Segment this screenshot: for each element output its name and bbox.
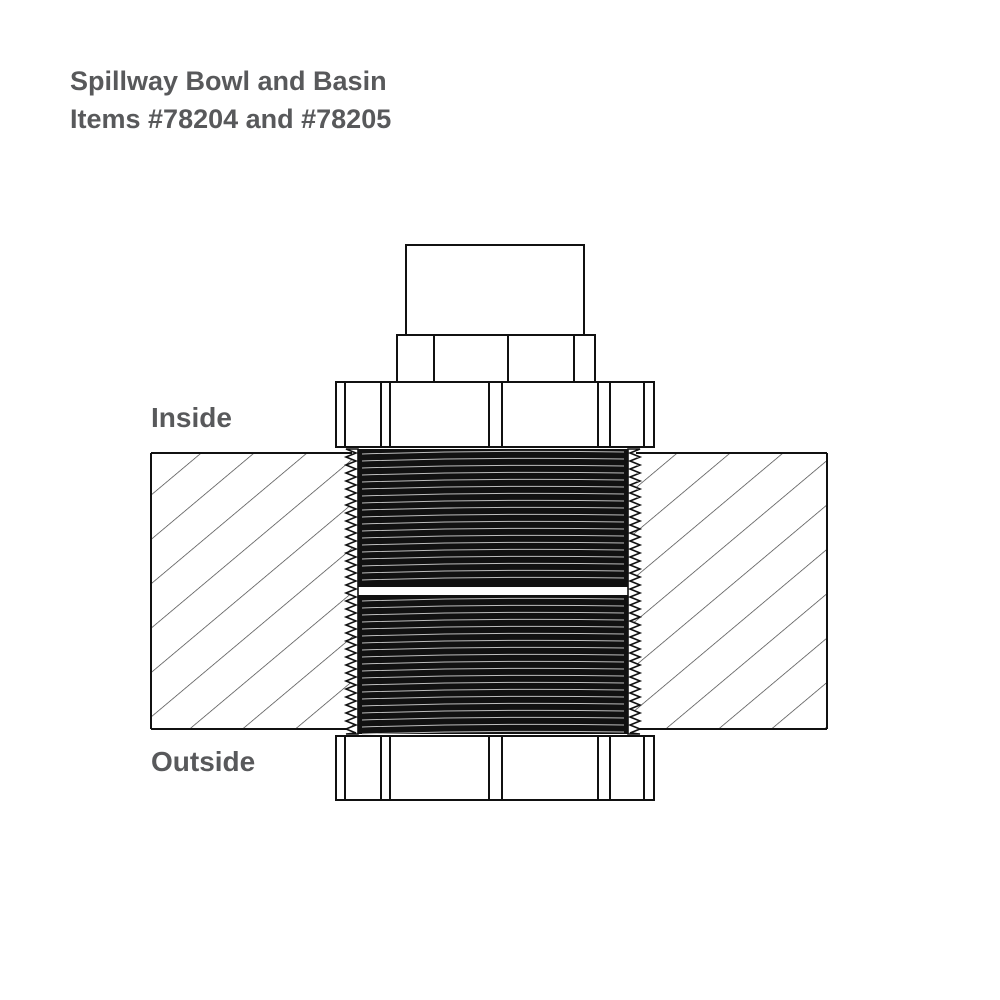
lock-nut-inside-body [335,381,655,448]
thread-line [361,478,625,483]
thread-line [361,548,625,553]
thread-line [361,730,625,735]
wall-right-hatch [628,453,827,729]
thread-line [361,471,625,476]
thread-line [361,695,625,700]
wall-left-hatch [151,453,358,729]
thread-line [361,702,625,707]
thread-line [361,555,625,560]
outside-label: Outside [151,746,256,777]
hex-nut-body [396,334,596,383]
thread-line [361,723,625,728]
threaded-body-lower [358,597,628,734]
thread-line [361,632,625,637]
thread-line [361,485,625,490]
threaded-body-upper [358,449,628,585]
title-line-2: Items #78204 and #78205 [70,104,392,134]
diagram-title: Spillway Bowl and Basin Items #78204 and… [70,62,391,138]
thread-line [361,625,625,630]
thread-line [361,618,625,623]
lock-nut-outside [335,735,655,801]
top-pipe [405,244,585,336]
thread-line [361,534,625,539]
hole-thread-profile-left [343,448,359,735]
thread-line [361,681,625,686]
thread-line [361,520,625,525]
hex-nut [396,334,596,383]
thread-line [361,653,625,658]
title-line-1: Spillway Bowl and Basin [70,66,387,96]
thread-line [361,541,625,546]
thread-lines [361,450,625,735]
lock-nut-outside-body [335,735,655,801]
thread-line [361,576,625,581]
thread-line [361,492,625,497]
thread-line [361,688,625,693]
thread-line [361,450,625,455]
lock-nut-inside [335,381,655,448]
thread-line [361,646,625,651]
thread-line [361,506,625,511]
threaded-body [358,449,628,735]
basin-wall-section [150,452,828,730]
thread-line [361,667,625,672]
thread-line [361,660,625,665]
hole-thread-profile-right [627,448,643,735]
thread-line [361,611,625,616]
thread-line [361,569,625,574]
thread-line [361,716,625,721]
thread-line [361,457,625,462]
thread-line [361,513,625,518]
thread-line [361,499,625,504]
thread-line [361,464,625,469]
inside-label: Inside [151,402,232,433]
thread-line [361,604,625,609]
thread-line [361,597,625,602]
thread-line [361,639,625,644]
thread-line [361,709,625,714]
thread-line [361,674,625,679]
thread-line [361,527,625,532]
thread-line [361,562,625,567]
